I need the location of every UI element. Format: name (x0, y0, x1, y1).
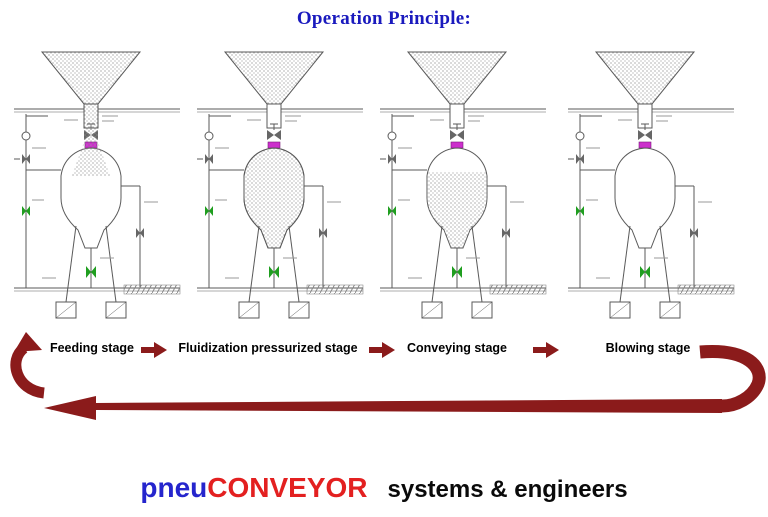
brand-pneu: pneu (140, 472, 208, 503)
return-arrow (44, 396, 722, 420)
brand-tagline: systems & engineers (387, 476, 628, 503)
stage-arrow-3 (533, 342, 559, 358)
stage-label-feeding: Feeding stage (49, 341, 135, 355)
diagram-fluidization-stage (196, 51, 364, 319)
stage-labels-row: Feeding stage Fluidization pressurized s… (0, 339, 768, 361)
stage-arrow-1 (141, 342, 167, 358)
stage-label-fluidization: Fluidization pressurized stage (178, 341, 358, 355)
brand-footer: pneuCONVEYOR systems & engineers (0, 472, 768, 504)
page-title: Operation Principle: (296, 8, 472, 29)
diagram-feeding-stage (13, 51, 181, 319)
brand-conveyor: CONVEYOR (207, 472, 368, 503)
right-curl-arrow (699, 344, 766, 413)
left-loop-arrow (10, 343, 46, 399)
cycle-arrows (10, 332, 766, 420)
stage-label-blowing: Blowing stage (605, 341, 691, 355)
stage-label-conveying: Conveying stage (406, 341, 508, 355)
process-diagrams (13, 51, 735, 319)
diagram-conveying-stage (379, 51, 547, 319)
diagram-blowing-stage (567, 51, 735, 319)
stage-arrow-2 (369, 342, 395, 358)
